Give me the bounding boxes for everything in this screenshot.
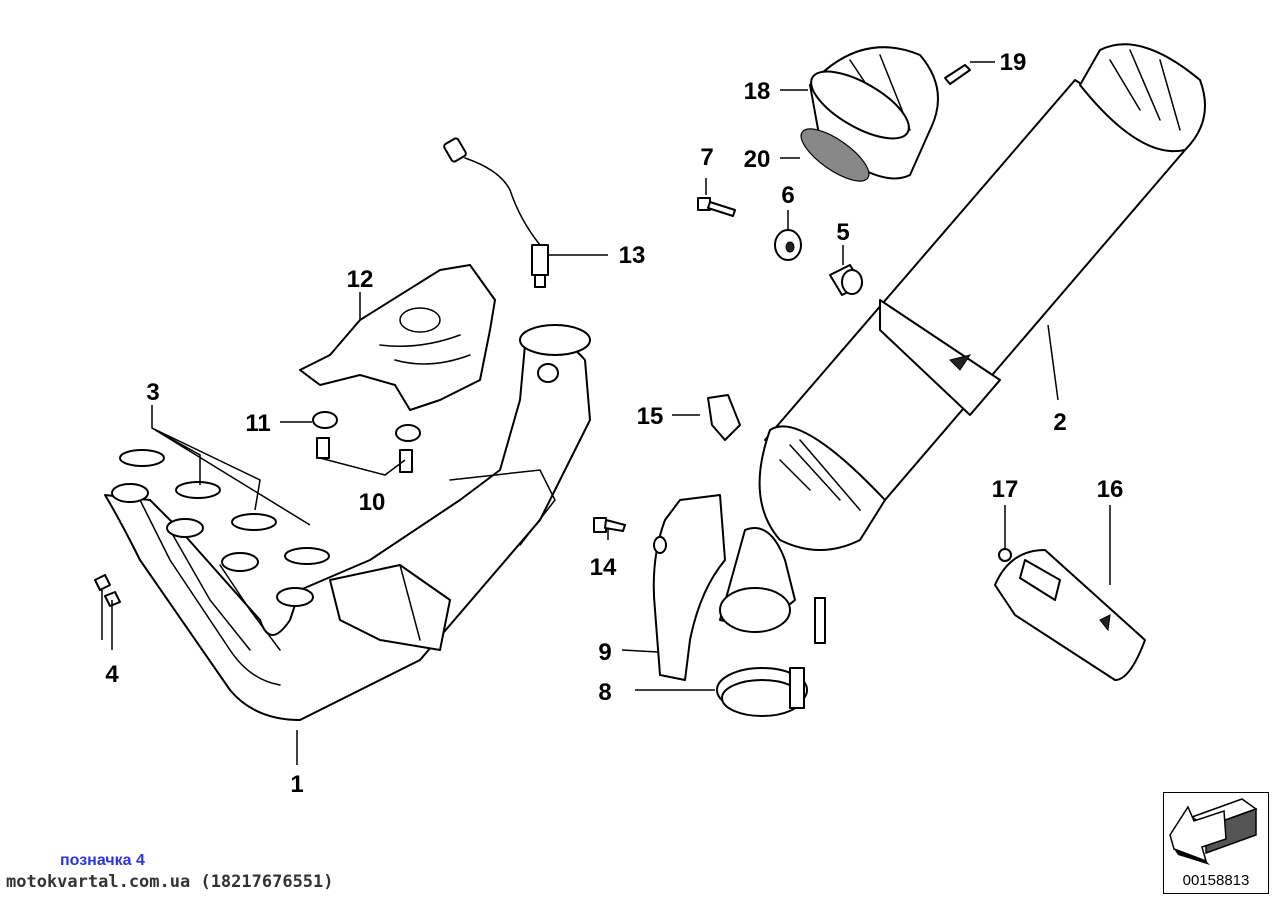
callout-15: 15 xyxy=(637,403,664,430)
callout-1: 1 xyxy=(290,771,303,798)
callout-9: 9 xyxy=(598,639,611,666)
heat-shield xyxy=(299,264,496,411)
watermark-label: позначка 4 xyxy=(60,852,145,869)
callout-2: 2 xyxy=(1053,409,1066,436)
callout-12: 12 xyxy=(347,266,374,293)
muffler xyxy=(719,43,1206,633)
bracket xyxy=(652,494,726,681)
gasket xyxy=(800,128,870,182)
leader-lines xyxy=(101,61,1111,765)
oxygen-sensor xyxy=(443,137,549,288)
strap-clamp xyxy=(994,549,1146,681)
callout-3: 3 xyxy=(146,379,159,406)
callout-19: 19 xyxy=(1000,49,1027,76)
callout-14: 14 xyxy=(590,554,617,581)
callout-labels: 1 2 3 4 5 6 7 8 9 10 11 12 13 14 15 16 1… xyxy=(105,49,1123,798)
clip xyxy=(707,394,741,441)
callout-11: 11 xyxy=(245,410,270,437)
callout-16: 16 xyxy=(1097,476,1124,503)
gaskets xyxy=(111,449,330,607)
clamp xyxy=(716,597,826,717)
callout-20: 20 xyxy=(744,146,771,173)
callout-8: 8 xyxy=(598,679,611,706)
header-pipes xyxy=(104,324,591,721)
bolts xyxy=(316,437,413,473)
callout-4: 4 xyxy=(105,661,119,688)
nuts xyxy=(94,574,121,607)
callout-13: 13 xyxy=(619,242,646,269)
callout-17: 17 xyxy=(992,476,1019,503)
callout-18: 18 xyxy=(744,78,771,105)
washers xyxy=(312,411,421,442)
callout-10: 10 xyxy=(359,489,386,516)
bolt-7 xyxy=(697,197,736,217)
screw-17 xyxy=(998,548,1012,562)
callout-7: 7 xyxy=(700,144,713,171)
sleeve-5 xyxy=(829,264,863,296)
callout-6: 6 xyxy=(781,182,794,209)
reference-number: 00158813 xyxy=(1182,872,1250,889)
washer-6 xyxy=(774,229,802,261)
screw-19 xyxy=(944,64,971,85)
bolt-14 xyxy=(593,517,626,533)
watermark-site: motokvartal.com.ua (18217676551) xyxy=(6,872,334,892)
reference-box: 00158813 xyxy=(1163,792,1269,894)
callout-5: 5 xyxy=(836,219,849,246)
arrow-icon xyxy=(1169,798,1258,865)
